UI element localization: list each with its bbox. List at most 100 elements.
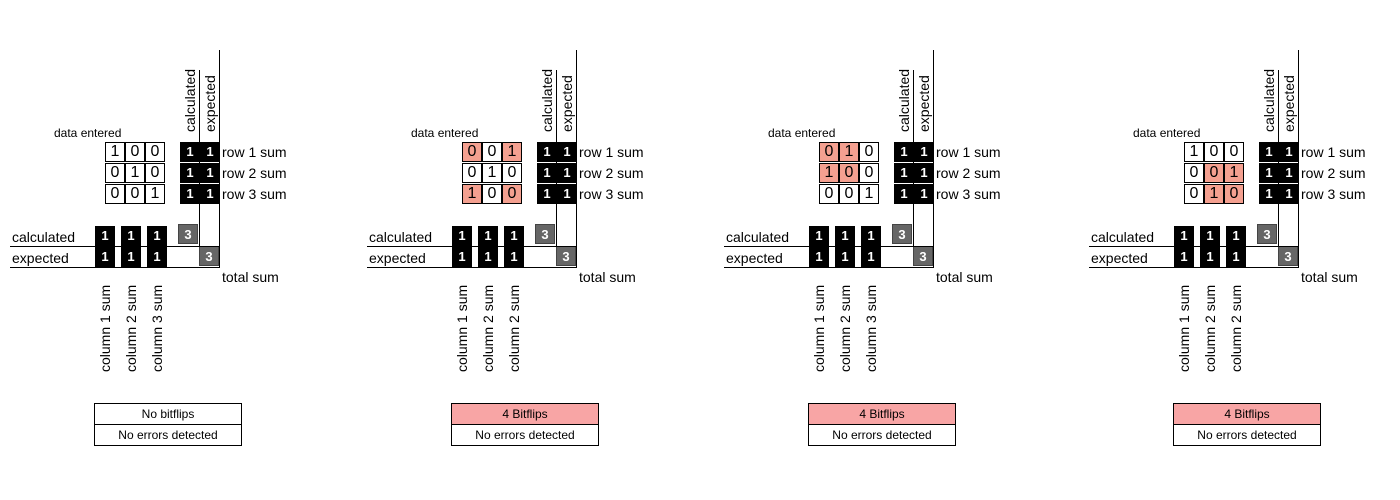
calculated-column-header: calculated — [896, 68, 912, 132]
row-sum-label: row 1 sum — [936, 144, 1001, 160]
column-sum-calculated: 1 — [861, 226, 881, 246]
row-sum-label: row 3 sum — [936, 186, 1001, 202]
calculated-underline — [10, 246, 220, 247]
row-sum-expected: 1 — [1279, 184, 1299, 204]
expected-label: expected — [369, 250, 426, 266]
data-cell: 1 — [1224, 163, 1244, 183]
column-sum-expected: 1 — [121, 247, 141, 267]
row-sum-calculated: 1 — [894, 184, 914, 204]
expected-underline — [367, 267, 577, 268]
error-status-box: No errors detected — [451, 424, 599, 446]
data-cell: 1 — [125, 163, 145, 183]
row-sum-calculated: 1 — [894, 163, 914, 183]
row-sum-label: row 1 sum — [1301, 144, 1366, 160]
total-sum-expected: 3 — [913, 246, 933, 266]
data-cell: 0 — [819, 184, 839, 204]
data-cell: 0 — [482, 142, 502, 162]
row-sum-label: row 2 sum — [222, 165, 287, 181]
data-cell: 0 — [819, 142, 839, 162]
row-sum-label: row 2 sum — [579, 165, 644, 181]
expected-column-header: expected — [202, 75, 218, 132]
data-cell: 0 — [105, 184, 125, 204]
data-cell: 0 — [482, 184, 502, 204]
row-sum-calculated: 1 — [1259, 184, 1279, 204]
data-cell: 0 — [145, 163, 165, 183]
row-sum-calculated: 1 — [1259, 163, 1279, 183]
bitflip-count-box: 4 Bitflips — [808, 403, 956, 425]
data-cell: 0 — [1224, 184, 1244, 204]
column-sum-calculated: 1 — [504, 226, 524, 246]
calculated-label: calculated — [369, 229, 433, 245]
column-sum-calculated: 1 — [478, 226, 498, 246]
data-cell: 1 — [839, 142, 859, 162]
row-sum-calculated: 1 — [180, 163, 200, 183]
column-sum-expected: 1 — [1226, 247, 1246, 267]
data-cell: 0 — [839, 163, 859, 183]
column-sum-label: column 2 sum — [123, 284, 139, 372]
data-cell: 0 — [859, 142, 879, 162]
data-cell: 1 — [145, 184, 165, 204]
column-sum-calculated: 1 — [1200, 226, 1220, 246]
total-sum-expected: 3 — [1278, 246, 1298, 266]
column-sum-expected: 1 — [861, 247, 881, 267]
data-cell: 0 — [502, 163, 522, 183]
row-sum-calculated: 1 — [180, 142, 200, 162]
expected-label: expected — [1091, 250, 1148, 266]
data-cell: 0 — [1204, 163, 1224, 183]
column-sum-label: column 1 sum — [97, 284, 113, 372]
column-sum-expected: 1 — [478, 247, 498, 267]
row-sum-expected: 1 — [1279, 142, 1299, 162]
data-cell: 1 — [1184, 142, 1204, 162]
row-sum-expected: 1 — [557, 142, 577, 162]
calculated-label: calculated — [12, 229, 76, 245]
row-sum-label: row 1 sum — [222, 144, 287, 160]
calculated-underline — [724, 246, 934, 247]
calculated-column-header: calculated — [539, 68, 555, 132]
expected-column-header: expected — [1281, 75, 1297, 132]
data-cell: 0 — [1184, 163, 1204, 183]
data-cell: 1 — [1204, 184, 1224, 204]
data-cell: 0 — [125, 184, 145, 204]
data-entered-label: data entered — [411, 126, 479, 140]
data-entered-label: data entered — [768, 126, 836, 140]
row-sum-calculated: 1 — [537, 142, 557, 162]
expected-column-header: expected — [916, 75, 932, 132]
error-status-box: No errors detected — [1173, 424, 1321, 446]
total-sum-label: total sum — [579, 269, 636, 285]
column-sum-calculated: 1 — [147, 226, 167, 246]
column-sum-calculated: 1 — [1226, 226, 1246, 246]
data-cell: 1 — [819, 163, 839, 183]
calculated-column-line — [199, 70, 200, 246]
column-sum-label: column 2 sum — [1228, 284, 1244, 372]
column-sum-calculated: 1 — [121, 226, 141, 246]
data-cell: 1 — [859, 184, 879, 204]
row-sum-expected: 1 — [200, 184, 220, 204]
total-sum-expected: 3 — [199, 246, 219, 266]
data-cell: 0 — [462, 142, 482, 162]
row-sum-label: row 3 sum — [579, 186, 644, 202]
expected-column-line — [933, 50, 934, 268]
data-cell: 0 — [1204, 142, 1224, 162]
column-sum-label: column 2 sum — [480, 284, 496, 372]
row-sum-expected: 1 — [200, 142, 220, 162]
column-sum-label: column 1 sum — [1176, 284, 1192, 372]
calculated-column-line — [913, 70, 914, 246]
error-status-box: No errors detected — [808, 424, 956, 446]
total-sum-calculated: 3 — [178, 224, 198, 244]
row-sum-expected: 1 — [914, 142, 934, 162]
data-cell: 1 — [502, 142, 522, 162]
column-sum-expected: 1 — [835, 247, 855, 267]
data-cell: 0 — [105, 163, 125, 183]
row-sum-calculated: 1 — [1259, 142, 1279, 162]
row-sum-calculated: 1 — [537, 184, 557, 204]
column-sum-expected: 1 — [1174, 247, 1194, 267]
expected-label: expected — [726, 250, 783, 266]
expected-column-line — [1298, 50, 1299, 268]
column-sum-label: column 1 sum — [811, 284, 827, 372]
expected-column-line — [219, 50, 220, 268]
total-sum-label: total sum — [936, 269, 993, 285]
column-sum-calculated: 1 — [809, 226, 829, 246]
data-entered-label: data entered — [54, 126, 122, 140]
